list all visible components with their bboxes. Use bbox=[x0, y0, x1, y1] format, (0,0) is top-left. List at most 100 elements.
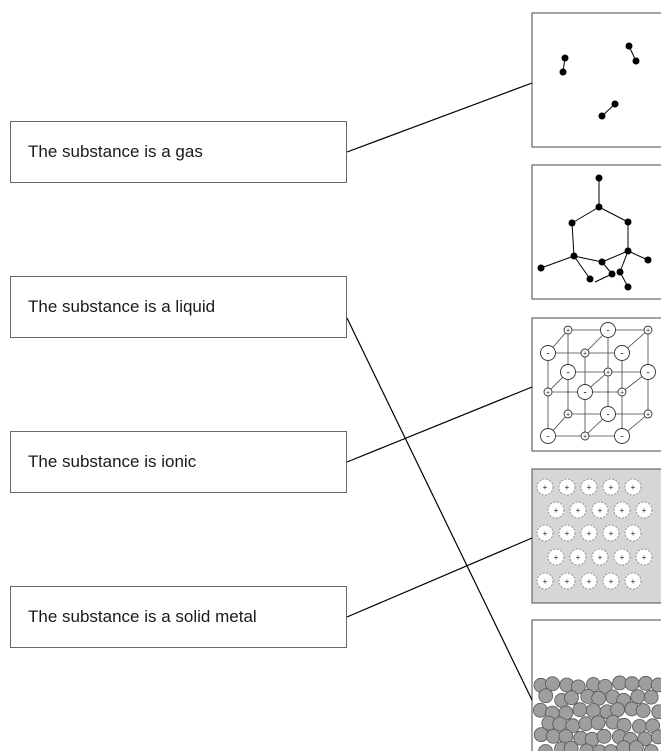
negative-ion: - bbox=[600, 406, 616, 422]
metal-ion: + bbox=[580, 524, 598, 542]
negative-ion: - bbox=[540, 345, 556, 361]
svg-text:-: - bbox=[583, 388, 586, 399]
liquid-particle bbox=[643, 744, 659, 751]
svg-text:+: + bbox=[631, 529, 636, 538]
liquid-particle bbox=[603, 744, 619, 751]
svg-text:+: + bbox=[620, 390, 624, 397]
metal-ion: + bbox=[635, 548, 653, 566]
negative-ion: - bbox=[614, 345, 630, 361]
svg-text:-: - bbox=[646, 368, 649, 379]
metal-ion: + bbox=[624, 524, 642, 542]
negative-ion: - bbox=[614, 428, 630, 444]
svg-text:+: + bbox=[587, 483, 592, 492]
panel-covalent-network[interactable] bbox=[531, 164, 661, 300]
svg-text:+: + bbox=[543, 483, 548, 492]
liquid-particle bbox=[564, 690, 579, 706]
liquid-particle bbox=[597, 679, 613, 694]
svg-text:+: + bbox=[546, 390, 550, 397]
svg-text:+: + bbox=[576, 506, 581, 515]
svg-text:+: + bbox=[631, 483, 636, 492]
liquid-particles bbox=[533, 675, 661, 751]
svg-text:-: - bbox=[620, 432, 623, 443]
liquid-particle bbox=[643, 689, 659, 705]
metal-ion: + bbox=[580, 478, 598, 496]
liquid-particle bbox=[616, 740, 632, 751]
panel-metal-lattice[interactable]: +++++++++++++++++++++++++ bbox=[531, 468, 661, 604]
svg-text:-: - bbox=[546, 349, 549, 360]
ionic-ions: +-+-+-+-+-+-+-+-+- bbox=[540, 322, 656, 444]
svg-text:+: + bbox=[583, 434, 587, 441]
liquid-particle bbox=[612, 675, 628, 691]
statement-liquid-text: The substance is a liquid bbox=[28, 297, 216, 316]
svg-text:+: + bbox=[609, 483, 614, 492]
positive-ion: + bbox=[563, 409, 573, 419]
panel-ionic-lattice[interactable]: +-+-+-+-+-+-+-+-+- bbox=[531, 317, 661, 452]
metal-ion: + bbox=[536, 572, 554, 590]
svg-text:-: - bbox=[606, 326, 609, 337]
svg-text:+: + bbox=[583, 351, 587, 358]
svg-text:-: - bbox=[546, 432, 549, 443]
metal-ion: + bbox=[569, 548, 587, 566]
svg-text:+: + bbox=[543, 577, 548, 586]
svg-text:+: + bbox=[642, 553, 647, 562]
positive-ion: + bbox=[603, 367, 613, 377]
metal-ion: + bbox=[536, 524, 554, 542]
negative-ion: - bbox=[577, 384, 593, 400]
statement-gas-text: The substance is a gas bbox=[28, 142, 203, 161]
statement-ionic-text: The substance is ionic bbox=[28, 452, 197, 471]
positive-ion: + bbox=[643, 409, 653, 419]
metal-ion: + bbox=[591, 548, 609, 566]
statement-gas[interactable]: The substance is a gas bbox=[10, 121, 347, 183]
liquid-particle bbox=[624, 676, 640, 692]
metal-ion: + bbox=[602, 524, 620, 542]
metal-ion: + bbox=[624, 572, 642, 590]
covalent-atoms bbox=[537, 174, 652, 291]
liquid-particle bbox=[538, 688, 554, 704]
negative-ion: - bbox=[540, 428, 556, 444]
svg-text:+: + bbox=[598, 553, 603, 562]
svg-text:-: - bbox=[606, 410, 609, 421]
liquid-particle bbox=[572, 702, 588, 718]
gas-molecule bbox=[559, 54, 569, 76]
liquid-particle bbox=[632, 718, 647, 734]
panel-gas-molecules[interactable] bbox=[531, 12, 661, 148]
liquid-particle bbox=[590, 715, 606, 731]
positive-ion: + bbox=[617, 387, 627, 397]
svg-text:+: + bbox=[554, 553, 559, 562]
svg-text:+: + bbox=[598, 506, 603, 515]
statement-metal[interactable]: The substance is a solid metal bbox=[10, 586, 347, 648]
covalent-bonds bbox=[540, 178, 649, 288]
statement-metal-text: The substance is a solid metal bbox=[28, 607, 257, 626]
positive-ion: + bbox=[643, 325, 653, 335]
liquid-particle bbox=[538, 744, 553, 751]
svg-text:+: + bbox=[576, 553, 581, 562]
liquid-particle bbox=[596, 728, 612, 744]
positive-ion: + bbox=[543, 387, 553, 397]
liquid-particle bbox=[635, 703, 651, 718]
statement-liquid[interactable]: The substance is a liquid bbox=[10, 276, 347, 338]
liquid-particle bbox=[610, 702, 625, 718]
liquid-particle bbox=[628, 740, 644, 751]
liquid-particle bbox=[545, 676, 560, 692]
metal-ion: + bbox=[613, 501, 631, 519]
svg-text:+: + bbox=[587, 577, 592, 586]
liquid-particle bbox=[552, 716, 568, 732]
connector-metal bbox=[346, 537, 533, 618]
panel-liquid-particles[interactable] bbox=[531, 619, 661, 751]
liquid-particle bbox=[651, 704, 661, 720]
svg-text:+: + bbox=[565, 577, 570, 586]
metal-ion: + bbox=[536, 478, 554, 496]
metal-ion: + bbox=[624, 478, 642, 496]
metal-ion: + bbox=[602, 572, 620, 590]
svg-text:+: + bbox=[646, 328, 650, 335]
liquid-particle bbox=[545, 728, 561, 744]
liquid-particle bbox=[650, 729, 661, 745]
svg-text:+: + bbox=[620, 506, 625, 515]
statement-ionic[interactable]: The substance is ionic bbox=[10, 431, 347, 493]
svg-text:+: + bbox=[646, 412, 650, 419]
metal-ion: + bbox=[558, 524, 576, 542]
svg-text:+: + bbox=[631, 577, 636, 586]
metal-ions: +++++++++++++++++++++++++ bbox=[536, 478, 653, 590]
liquid-particle bbox=[570, 679, 586, 695]
negative-ion: - bbox=[600, 322, 616, 338]
